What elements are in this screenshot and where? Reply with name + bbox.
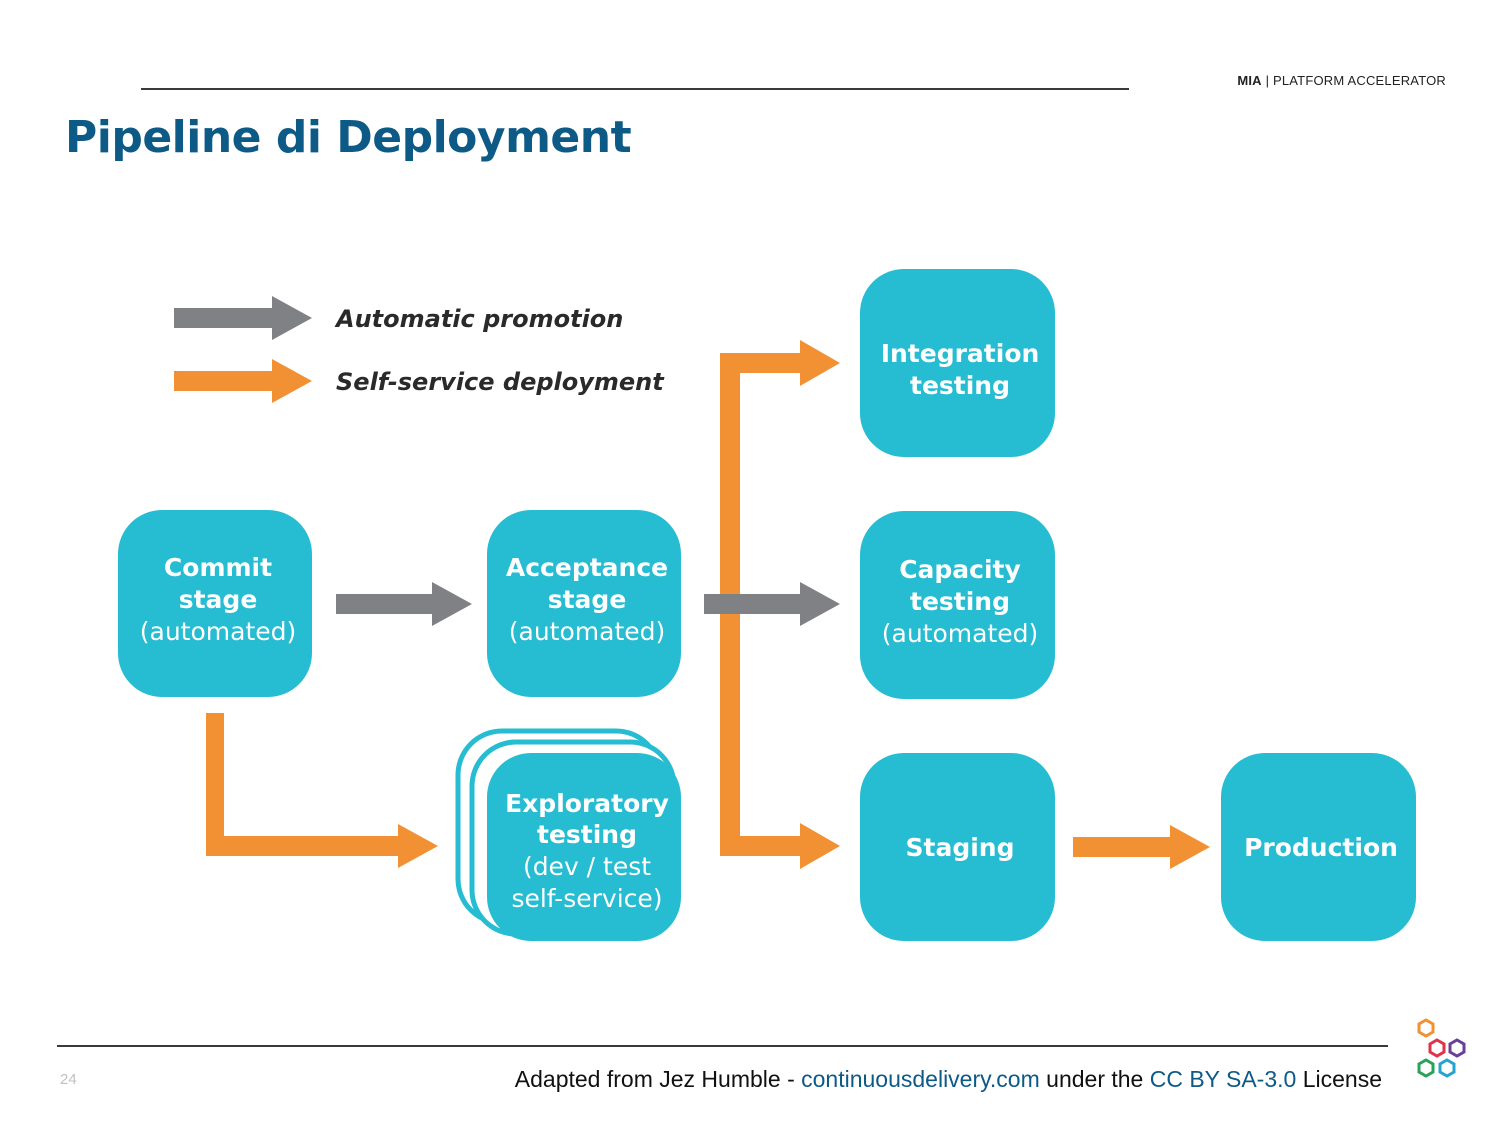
footer-rule xyxy=(57,1045,1388,1047)
commit-line2: stage xyxy=(179,585,258,614)
acceptance-to-capacity-arrow xyxy=(704,582,840,626)
commit-line1: Commit xyxy=(164,553,272,582)
legend-automatic-label: Automatic promotion xyxy=(334,305,623,333)
node-integration: Integration testing xyxy=(860,269,1055,457)
capacity-line1: Capacity xyxy=(899,555,1021,584)
exploratory-line3: (dev / test xyxy=(523,852,651,881)
integration-line2: testing xyxy=(910,371,1010,400)
exploratory-line1: Exploratory xyxy=(505,789,669,818)
integration-line1: Integration xyxy=(881,339,1040,368)
acceptance-line2: stage xyxy=(548,585,627,614)
acceptance-line3: (automated) xyxy=(509,617,666,646)
node-capacity: Capacity testing (automated) xyxy=(860,511,1055,699)
node-staging: Staging xyxy=(860,753,1055,941)
legend-orange-arrow xyxy=(174,359,312,403)
legend-selfservice-label: Self-service deployment xyxy=(336,368,665,396)
node-exploratory: Exploratory testing (dev / test self-ser… xyxy=(455,728,681,941)
production-line1: Production xyxy=(1244,833,1398,862)
attribution-middle: under the xyxy=(1039,1066,1150,1092)
staging-to-production-arrow xyxy=(1073,825,1210,869)
node-acceptance: Acceptance stage (automated) xyxy=(487,510,681,697)
node-production: Production xyxy=(1221,753,1416,941)
brand-label: MIA | PLATFORM ACCELERATOR xyxy=(1237,73,1446,88)
capacity-line3: (automated) xyxy=(882,619,1039,648)
capacity-line2: testing xyxy=(910,587,1010,616)
attribution-prefix: Adapted from Jez Humble - xyxy=(514,1066,802,1092)
orange-branch-arrow xyxy=(720,340,840,869)
node-commit: Commit stage (automated) xyxy=(118,510,312,697)
exploratory-line2: testing xyxy=(537,820,637,849)
acceptance-line1: Acceptance xyxy=(506,553,668,582)
header-rule xyxy=(141,88,1129,90)
brand-rest: | PLATFORM ACCELERATOR xyxy=(1261,73,1446,88)
legend-gray-arrow xyxy=(174,296,312,340)
attribution-suffix: License xyxy=(1296,1066,1382,1092)
staging-line1: Staging xyxy=(906,833,1015,862)
exploratory-line4: self-service) xyxy=(511,884,662,913)
page-title: Pipeline di Deployment xyxy=(65,112,632,163)
page-number: 24 xyxy=(60,1071,77,1088)
commit-to-acceptance-arrow xyxy=(336,582,472,626)
brand-bold: MIA xyxy=(1237,73,1262,88)
commit-line3: (automated) xyxy=(140,617,297,646)
continuousdelivery-link[interactable]: continuousdelivery.com xyxy=(801,1066,1040,1092)
commit-to-exploratory-arrow xyxy=(206,713,438,868)
attribution: Adapted from Jez Humble - continuousdeli… xyxy=(515,1066,1382,1093)
hexagon-logo-icon xyxy=(1417,1018,1466,1078)
license-link[interactable]: CC BY SA-3.0 xyxy=(1149,1066,1297,1092)
